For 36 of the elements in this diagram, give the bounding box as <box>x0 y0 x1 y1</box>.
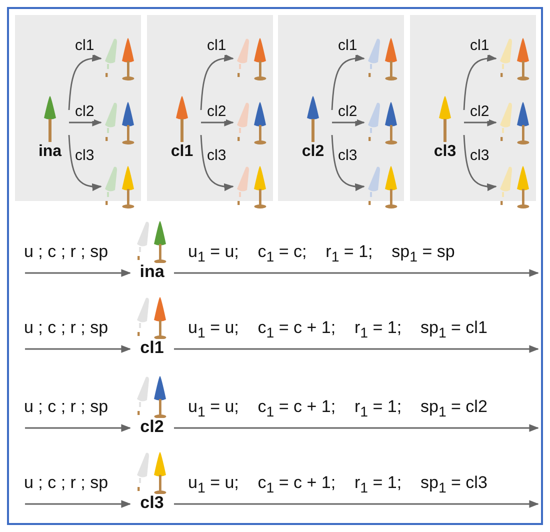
edge-label: cl2 <box>470 102 490 120</box>
arrow <box>25 345 131 353</box>
node-label: ina <box>37 143 63 161</box>
edge-label: cl1 <box>207 36 226 54</box>
node-label: cl3 <box>139 494 165 512</box>
arrow <box>463 134 497 191</box>
node-label: cl2 <box>300 143 326 161</box>
edge-label: cl1 <box>470 36 490 54</box>
arrow <box>68 134 102 191</box>
arrow <box>25 269 131 277</box>
edge-label: cl1 <box>338 36 358 54</box>
node-label: cl1 <box>170 143 194 161</box>
arrow <box>331 134 365 191</box>
arrow <box>174 345 539 353</box>
arrow <box>331 54 365 110</box>
arrow <box>201 118 234 126</box>
arrow <box>25 424 131 432</box>
arrow <box>69 118 102 126</box>
arrow <box>68 54 102 110</box>
arrow <box>332 118 365 126</box>
node-label: ina <box>138 263 166 281</box>
arrow <box>464 118 497 126</box>
arrow <box>25 500 131 508</box>
arrow <box>200 134 234 191</box>
arrow <box>174 269 539 277</box>
node-label: cl3 <box>432 143 458 161</box>
edge-label: cl2 <box>207 102 226 120</box>
edge-label: cl1 <box>75 36 94 54</box>
node-label: cl2 <box>139 418 165 436</box>
arrow <box>174 424 539 432</box>
arrow <box>463 54 497 110</box>
arrow <box>200 54 234 110</box>
edge-label: cl2 <box>338 102 358 120</box>
node-label: cl1 <box>139 339 165 357</box>
arrow <box>174 500 539 508</box>
edge-label: cl2 <box>75 102 94 120</box>
